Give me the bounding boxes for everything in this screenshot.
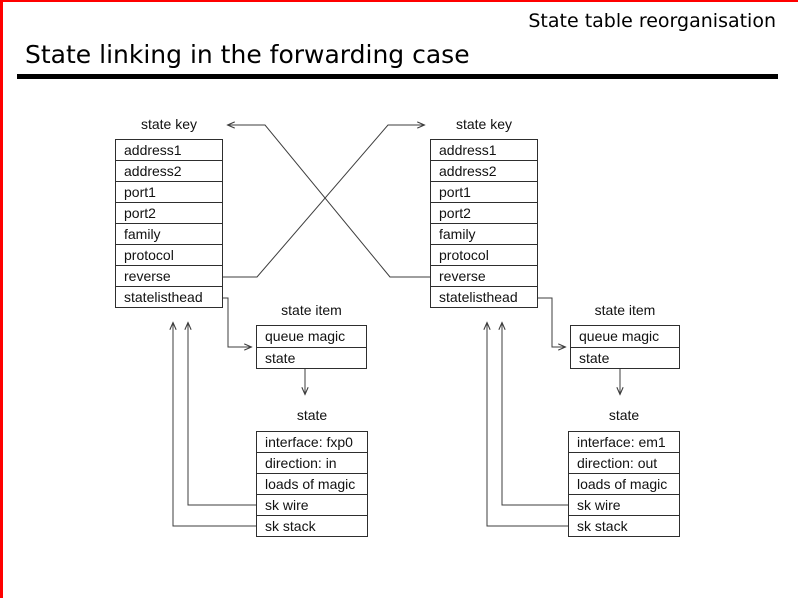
arrow-right-skstack-up [487, 323, 568, 527]
table-row: loads of magic [257, 474, 367, 495]
title-underline [17, 74, 778, 79]
slide-header-note: State table reorganisation [528, 10, 776, 32]
table-row: protocol [431, 245, 537, 266]
arrow-left-statelisthead-to-item [223, 297, 251, 347]
left-state-item-label: state item [281, 302, 342, 318]
table-row: protocol [116, 245, 222, 266]
arrow-right-statelisthead-to-item [538, 297, 565, 347]
table-row: sk stack [577, 518, 628, 534]
table-row: address2 [116, 161, 222, 182]
table-row: port1 [431, 182, 537, 203]
arrow-left-skwire-up [188, 323, 256, 506]
left-state-table: interface: fxp0 direction: in loads of m… [256, 431, 368, 537]
red-top-border [0, 0, 798, 2]
table-row: sk wire [569, 495, 679, 516]
right-state-item-label: state item [594, 302, 656, 318]
table-row: address2 [431, 161, 537, 182]
table-row: interface: em1 [569, 432, 679, 453]
table-row: family [116, 224, 222, 245]
table-row: interface: fxp0 [257, 432, 367, 453]
left-state-key-table: address1 address2 port1 port2 family pro… [115, 139, 223, 308]
table-row: address1 [116, 140, 222, 161]
table-row: direction: out [569, 453, 679, 474]
right-state-table: interface: em1 direction: out loads of m… [568, 431, 680, 537]
right-state-key-table: address1 address2 port1 port2 family pro… [430, 139, 538, 308]
arrow-right-skwire-up [502, 323, 568, 506]
table-row: reverse [116, 266, 222, 287]
left-state-key-label: state key [140, 116, 198, 132]
right-state-item-table: queue magic state [570, 325, 680, 369]
arrow-left-reverse-to-right-key [223, 125, 424, 278]
table-row: port2 [431, 203, 537, 224]
red-left-border [0, 0, 3, 598]
right-state-key-label: state key [455, 116, 513, 132]
table-row: statelisthead [439, 289, 518, 305]
table-row: statelisthead [124, 289, 203, 305]
left-state-label: state [296, 407, 328, 423]
table-row: sk stack [265, 518, 316, 534]
table-row: sk wire [257, 495, 367, 516]
table-row: state [579, 349, 610, 366]
table-row: family [431, 224, 537, 245]
left-state-item-table: queue magic state [256, 325, 367, 369]
right-state-label: state [608, 407, 640, 423]
table-row: state [265, 349, 296, 366]
arrow-left-skstack-up [173, 323, 256, 527]
page-title: State linking in the forwarding case [25, 40, 470, 69]
table-row: loads of magic [569, 474, 679, 495]
table-row: port2 [116, 203, 222, 224]
table-row: direction: in [257, 453, 367, 474]
table-row: queue magic [571, 326, 679, 348]
arrow-right-reverse-to-left-key [228, 125, 430, 278]
table-row: reverse [431, 266, 537, 287]
table-row: address1 [431, 140, 537, 161]
table-row: queue magic [257, 326, 366, 348]
table-row: port1 [116, 182, 222, 203]
